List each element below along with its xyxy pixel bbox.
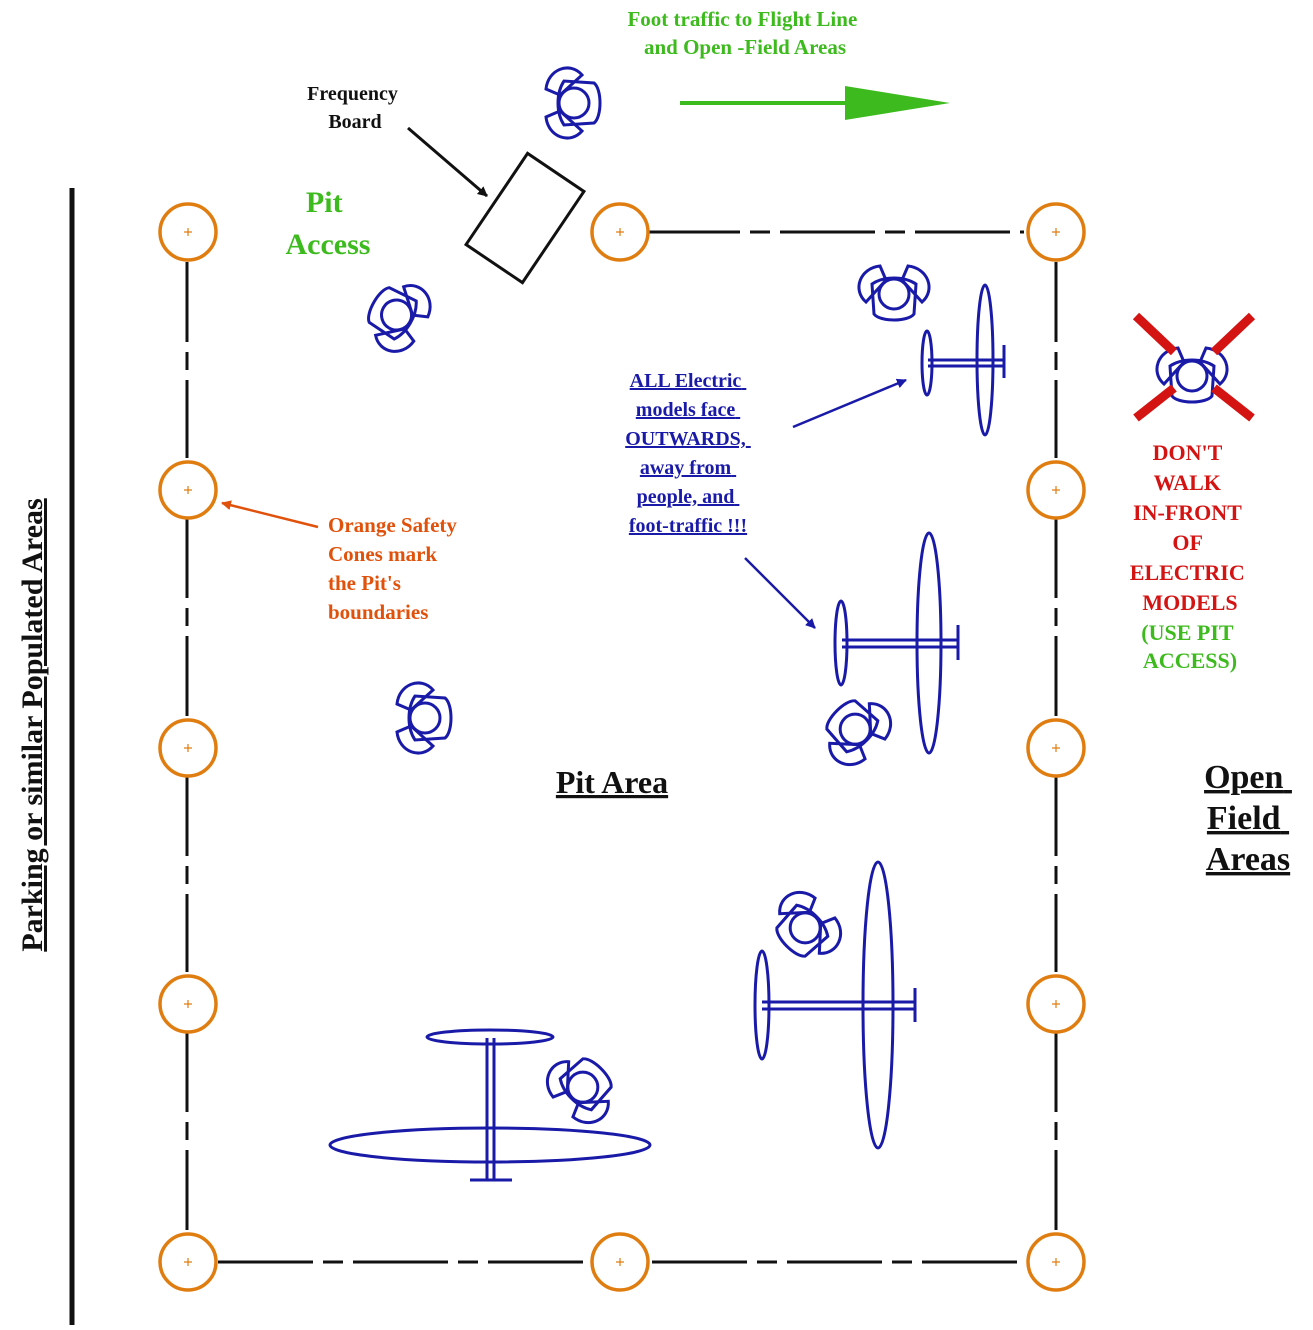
prohibited-icon	[1132, 312, 1256, 422]
cone-icon	[158, 974, 218, 1034]
airplane-icon	[833, 531, 960, 755]
frequency-board-label: Frequency Board	[307, 83, 403, 133]
person-icon	[810, 684, 902, 776]
cone-icon	[158, 202, 218, 262]
open-field-label: Open Field Areas	[1204, 759, 1292, 878]
pit-access-label: Pit Access	[286, 186, 371, 261]
airplane-icon	[753, 860, 917, 1150]
airplane-icon	[328, 1028, 652, 1182]
pit-boundary	[185, 230, 1058, 1264]
dont-walk-warning: DON'T WALK IN-FRONT OF ELECTRIC MODELS	[1130, 440, 1250, 615]
cone-icon	[158, 460, 218, 520]
cone-icon	[1026, 460, 1086, 520]
cone-icon	[158, 718, 218, 778]
foot-traffic-label: Foot traffic to Flight Line and Open -Fi…	[627, 7, 862, 59]
person-icon	[395, 681, 453, 755]
person-icon	[544, 66, 602, 140]
foot-traffic-arrow	[680, 86, 950, 120]
cone-icon	[590, 202, 650, 262]
cone-icon	[158, 1232, 218, 1292]
person-icon	[354, 270, 440, 361]
electric-note-arrow-lower	[744, 557, 816, 629]
pit-area-label: Pit Area	[556, 764, 668, 800]
cones-note-arrow	[221, 500, 319, 529]
safety-cones-note: Orange Safety Cones mark the Pit's bound…	[328, 513, 462, 624]
electric-note-arrow-upper	[792, 378, 907, 429]
airplane-icon	[920, 283, 1006, 437]
cone-icon	[1026, 202, 1086, 262]
cone-icon	[1026, 718, 1086, 778]
cone-icon	[1026, 974, 1086, 1034]
electric-models-note: ALL Electric models face OUTWARDS, away …	[625, 370, 751, 537]
person-icon	[536, 1042, 628, 1134]
cone-icon	[590, 1232, 650, 1292]
person-icon	[857, 264, 931, 322]
frequency-board	[463, 151, 587, 285]
frequency-board-arrow	[407, 126, 488, 198]
parking-label: Parking or similar Populated Areas	[16, 498, 49, 951]
use-pit-access-note: (USE PIT ACCESS)	[1141, 620, 1238, 673]
cone-icon	[1026, 1232, 1086, 1292]
person-icon	[760, 881, 852, 973]
